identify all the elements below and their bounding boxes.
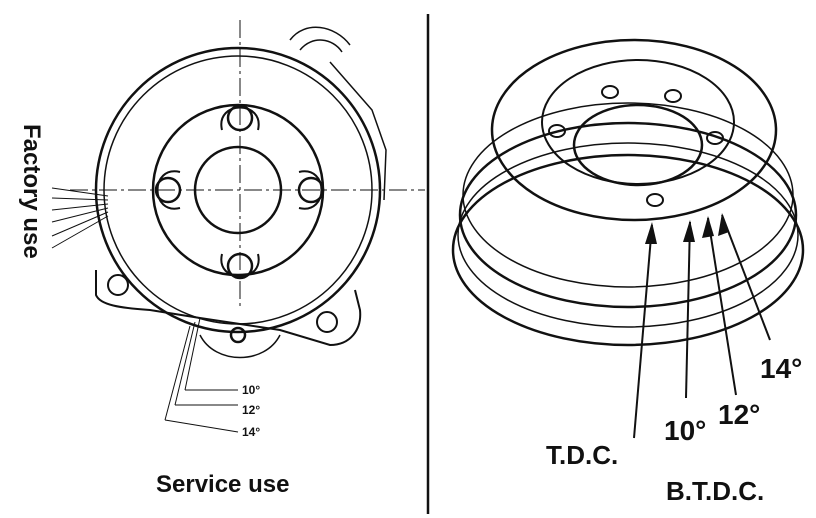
pulley-rim bbox=[490, 38, 778, 222]
bolt-hole bbox=[297, 176, 325, 204]
service-mark-14: 14° bbox=[242, 425, 260, 439]
right-panel-pulley-view: 10° 12° 14° T.D.C. B.T.D.C. bbox=[451, 38, 805, 506]
tdc-label: T.D.C. bbox=[546, 440, 618, 470]
flywheel-outer bbox=[94, 46, 382, 334]
service-mark-10: 10° bbox=[242, 383, 260, 397]
left-panel-engine-view: 10° 12° 14° Factory use Service use bbox=[18, 20, 425, 498]
housing-bolt bbox=[229, 326, 247, 344]
service-use-label: Service use bbox=[156, 471, 289, 498]
btdc-label: B.T.D.C. bbox=[666, 476, 764, 506]
mark-14-label: 14° bbox=[760, 353, 802, 384]
housing-bolt bbox=[316, 311, 338, 333]
service-timing-lines bbox=[164, 317, 239, 433]
factory-timing-lines bbox=[51, 187, 109, 249]
pulley-bolt-hole bbox=[548, 124, 566, 138]
pulley-groove bbox=[451, 153, 805, 347]
housing-arc bbox=[289, 26, 351, 46]
housing-edge bbox=[329, 61, 387, 201]
hole-lobe bbox=[298, 170, 323, 210]
mark-10-label: 10° bbox=[664, 415, 706, 446]
pulley-bolt-hole bbox=[706, 131, 724, 145]
timing-arrows bbox=[633, 214, 771, 439]
pulley-bolt-hole bbox=[664, 89, 682, 103]
pulley-groove bbox=[462, 102, 794, 288]
timing-arrowheads bbox=[645, 213, 729, 244]
pulley-bore bbox=[572, 103, 704, 187]
housing-lobe bbox=[199, 334, 281, 359]
housing-bottom bbox=[95, 270, 362, 347]
mark-12-label: 12° bbox=[718, 399, 760, 430]
pulley-groove bbox=[457, 142, 799, 328]
pulley-groove bbox=[458, 121, 798, 309]
factory-use-label: Factory use bbox=[18, 124, 45, 259]
pulley-bolt-hole bbox=[646, 193, 664, 207]
service-mark-12: 12° bbox=[242, 403, 260, 417]
housing-arc bbox=[299, 39, 343, 53]
housing-bolt bbox=[107, 274, 129, 296]
pulley-bolt-hole bbox=[601, 85, 619, 99]
